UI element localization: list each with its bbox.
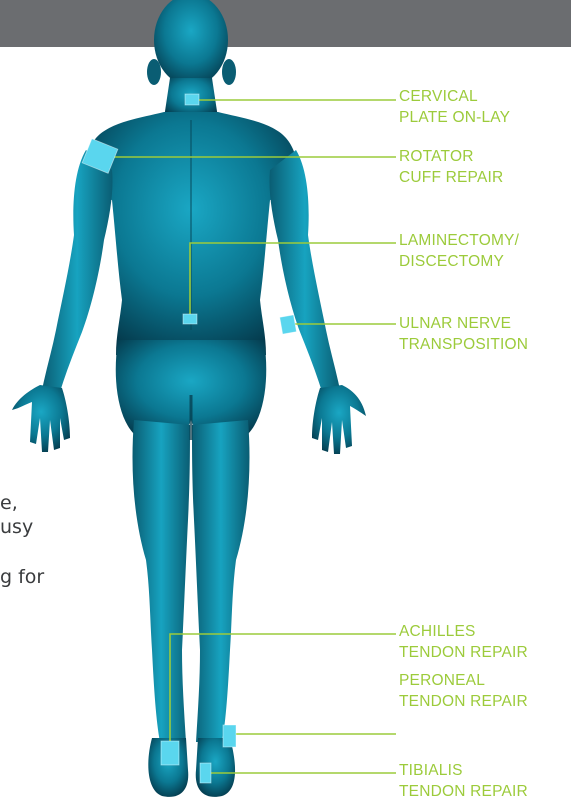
label-line: CUFF REPAIR: [399, 167, 503, 188]
left-leg: [133, 420, 191, 742]
right-hand: [312, 385, 366, 454]
label-line: PLATE ON-LAY: [399, 107, 510, 128]
label-achilles: ACHILLES TENDON REPAIR: [399, 621, 528, 663]
label-ulnar-nerve: ULNAR NERVE TRANSPOSITION: [399, 313, 528, 355]
cervical-marker: [185, 94, 199, 105]
label-peroneal: PERONEAL TENDON REPAIR: [399, 670, 528, 712]
label-line: TENDON REPAIR: [399, 781, 528, 802]
body-silhouette: [12, 0, 366, 797]
label-rotator-cuff: ROTATOR CUFF REPAIR: [399, 146, 503, 188]
label-tibialis: TIBIALIS TENDON REPAIR: [399, 760, 528, 802]
label-line: TENDON REPAIR: [399, 642, 528, 663]
label-line: PERONEAL: [399, 670, 528, 691]
right-arm: [269, 150, 340, 392]
right-leg: [192, 420, 250, 742]
label-line: ROTATOR: [399, 146, 503, 167]
peroneal-marker: [223, 725, 236, 747]
laminectomy-marker: [183, 314, 197, 324]
head: [154, 0, 228, 86]
achilles-marker: [161, 741, 179, 765]
label-line: LAMINECTOMY/: [399, 230, 519, 251]
left-arm: [42, 150, 113, 392]
label-line: TRANSPOSITION: [399, 334, 528, 355]
label-line: CERVICAL: [399, 86, 510, 107]
label-line: ULNAR NERVE: [399, 313, 528, 334]
label-line: ACHILLES: [399, 621, 528, 642]
tibialis-marker: [200, 763, 211, 783]
ulnar-marker: [280, 315, 297, 334]
left-hand: [12, 385, 70, 452]
label-line: TIBIALIS: [399, 760, 528, 781]
label-cervical-plate: CERVICAL PLATE ON-LAY: [399, 86, 510, 128]
label-line: DISCECTOMY: [399, 251, 519, 272]
label-laminectomy: LAMINECTOMY/ DISCECTOMY: [399, 230, 519, 272]
label-line: TENDON REPAIR: [399, 691, 528, 712]
